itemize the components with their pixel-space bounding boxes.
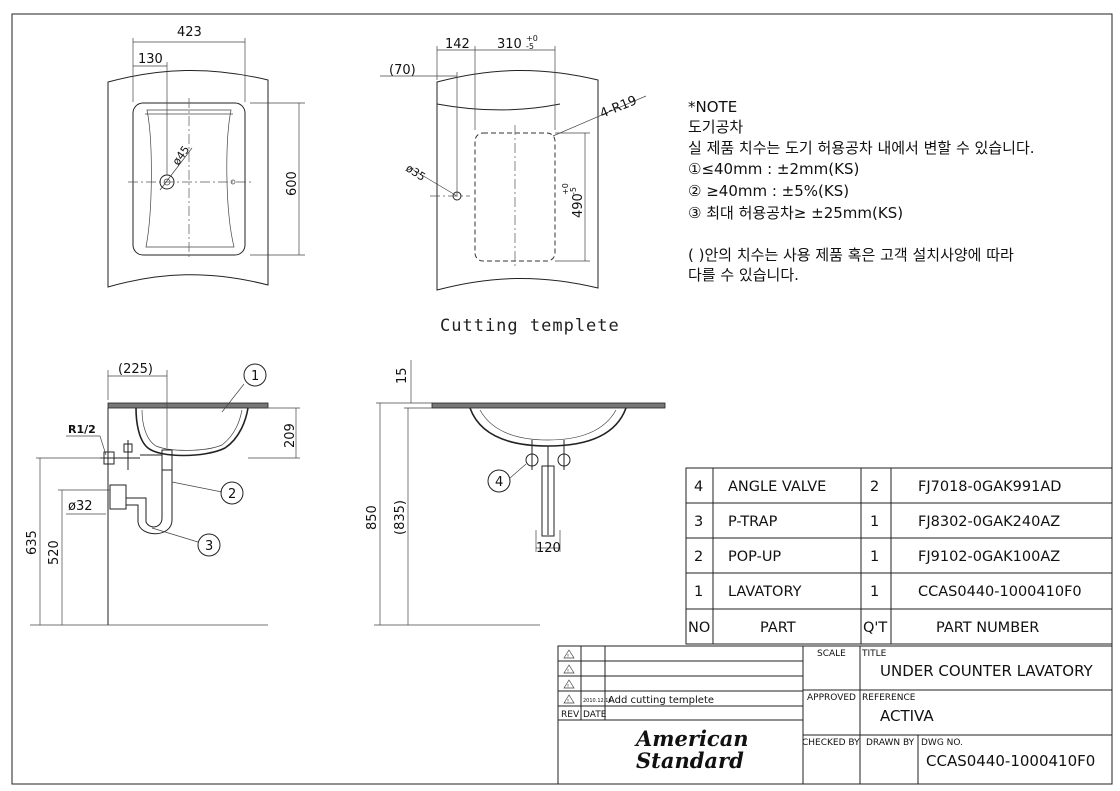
cutting-template-view: 142 310 +0 -5 (70) 4-R19 ø35 490 +0 -5 C… bbox=[380, 34, 647, 336]
dim-hole: ø45 bbox=[170, 143, 193, 167]
callout-3: 3 bbox=[205, 539, 213, 554]
note-block: *NOTE 도기공차 실 제품 치수는 도기 허용공차 내에서 변할 수 있습니… bbox=[688, 98, 1035, 284]
row-no: 1 bbox=[694, 584, 703, 600]
header-part: PART bbox=[760, 620, 796, 636]
checked-label: CHECKED BY bbox=[802, 738, 860, 748]
dim-850: 850 bbox=[365, 505, 380, 530]
row-qty: 1 bbox=[870, 514, 879, 530]
parts-table-header: NO PART Q'T PART NUMBER bbox=[688, 620, 1039, 636]
dim-520: 520 bbox=[47, 540, 62, 565]
dim-radius: 4-R19 bbox=[598, 93, 639, 121]
tol-490-lower: -5 bbox=[569, 187, 578, 195]
row-part: LAVATORY bbox=[728, 584, 802, 600]
header-no: NO bbox=[688, 620, 710, 636]
dwg-label: DWG NO. bbox=[921, 738, 963, 748]
dim-70: (70) bbox=[389, 63, 416, 78]
dim-490: 490 bbox=[571, 193, 586, 218]
parts-table-row: 4 ANGLE VALVE 2 FJ7018-0GAK991AD bbox=[694, 479, 1061, 495]
row-part-number: FJ8302-0GAK240AZ bbox=[918, 514, 1060, 530]
svg-text:!: ! bbox=[567, 684, 569, 690]
warning-icon: ! bbox=[563, 694, 575, 705]
rev-description: Add cutting templete bbox=[608, 695, 714, 706]
callout-1: 1 bbox=[251, 369, 259, 384]
american-standard-logo: American Standard bbox=[634, 726, 749, 773]
dim-32: ø32 bbox=[68, 499, 93, 514]
logo-line-2: Standard bbox=[636, 748, 744, 773]
row-part-number: FJ9102-0GAK100AZ bbox=[918, 549, 1060, 565]
note-line-5: ③ 최대 허용공차≥ ±25mm(KS) bbox=[688, 204, 903, 222]
row-no: 4 bbox=[694, 479, 703, 495]
title-label: TITLE bbox=[861, 649, 887, 659]
note-line-6: ( )안의 치수는 사용 제품 혹은 고객 설치사양에 따라 bbox=[688, 246, 1014, 264]
parts-table-row: 3 P-TRAP 1 FJ8302-0GAK240AZ bbox=[694, 514, 1060, 530]
row-no: 2 bbox=[694, 549, 703, 565]
rev-label: REV bbox=[561, 710, 580, 720]
svg-text:!: ! bbox=[567, 699, 569, 705]
tol-490-upper: +0 bbox=[561, 183, 570, 195]
note-line-2: 실 제품 치수는 도기 허용공차 내에서 변할 수 있습니다. bbox=[688, 139, 1035, 157]
row-part-number: FJ7018-0GAK991AD bbox=[918, 479, 1061, 495]
header-qty: Q'T bbox=[863, 620, 887, 636]
dim-635: 635 bbox=[25, 530, 40, 555]
front-view: 15 850 (835) 120 4 bbox=[365, 360, 666, 626]
parts-table: 4 ANGLE VALVE 2 FJ7018-0GAK991AD 3 P-TRA… bbox=[685, 467, 1113, 645]
dim-835: (835) bbox=[393, 500, 408, 535]
row-qty: 2 bbox=[870, 479, 879, 495]
note-line-3: ①≤40mm : ±2mm(KS) bbox=[688, 160, 859, 178]
note-heading: *NOTE bbox=[688, 98, 737, 116]
scale-label: SCALE bbox=[817, 649, 846, 659]
dim-width: 423 bbox=[177, 25, 202, 40]
warning-icon: ! bbox=[563, 664, 575, 675]
dim-15: 15 bbox=[395, 367, 410, 384]
approved-label: APPROVED bbox=[807, 693, 856, 703]
dim-offset: 130 bbox=[138, 52, 163, 67]
callout-2: 2 bbox=[228, 487, 236, 502]
note-line-7: 다를 수 있습니다. bbox=[688, 266, 799, 284]
parts-table-row: 1 LAVATORY 1 CCAS0440-1000410F0 bbox=[694, 584, 1082, 600]
cutting-template-caption: Cutting templete bbox=[440, 316, 620, 336]
header-part-number: PART NUMBER bbox=[936, 620, 1039, 636]
dim-120: 120 bbox=[536, 541, 561, 556]
note-line-1: 도기공차 bbox=[688, 118, 743, 136]
reference-label: REFERENCE bbox=[862, 693, 916, 703]
row-qty: 1 bbox=[870, 584, 879, 600]
side-view: (225) 209 R1/2 ø32 635 520 1 2 3 bbox=[25, 362, 300, 626]
row-no: 3 bbox=[694, 514, 703, 530]
top-view: 423 130 600 ø45 bbox=[107, 25, 305, 288]
row-part-number: CCAS0440-1000410F0 bbox=[918, 584, 1082, 600]
title-block: ! ! ! ! 2010.12.16 Add cutting templete … bbox=[557, 645, 1113, 785]
reference-value: ACTIVA bbox=[880, 707, 934, 725]
row-part: ANGLE VALVE bbox=[728, 479, 826, 495]
note-line-4: ② ≥40mm : ±5%(KS) bbox=[688, 182, 849, 200]
dim-225: (225) bbox=[118, 362, 153, 377]
rev-date: 2010.12.16 bbox=[583, 698, 612, 704]
warning-icon: ! bbox=[563, 679, 575, 690]
callout-4: 4 bbox=[495, 475, 503, 490]
row-part: P-TRAP bbox=[728, 514, 778, 530]
parts-table-row: 2 POP-UP 1 FJ9102-0GAK100AZ bbox=[694, 549, 1060, 565]
dim-height: 600 bbox=[285, 171, 300, 196]
dim-r12: R1/2 bbox=[68, 423, 96, 436]
dim-hole-35: ø35 bbox=[403, 162, 427, 184]
warning-icon: ! bbox=[563, 649, 575, 660]
svg-text:!: ! bbox=[567, 654, 569, 660]
dim-142: 142 bbox=[445, 37, 470, 52]
dim-209: 209 bbox=[283, 423, 298, 448]
row-part: POP-UP bbox=[728, 549, 781, 565]
row-qty: 1 bbox=[870, 549, 879, 565]
drawing-title: UNDER COUNTER LAVATORY bbox=[880, 662, 1094, 680]
logo-line-1: American bbox=[634, 726, 749, 751]
drawn-label: DRAWN BY bbox=[866, 738, 915, 748]
date-label: DATE bbox=[583, 710, 607, 720]
tol-310-lower: -5 bbox=[526, 42, 534, 51]
svg-text:!: ! bbox=[567, 669, 569, 675]
dwg-number: CCAS0440-1000410F0 bbox=[926, 752, 1095, 770]
tol-310-upper: +0 bbox=[526, 34, 538, 43]
dim-310: 310 bbox=[497, 37, 522, 52]
